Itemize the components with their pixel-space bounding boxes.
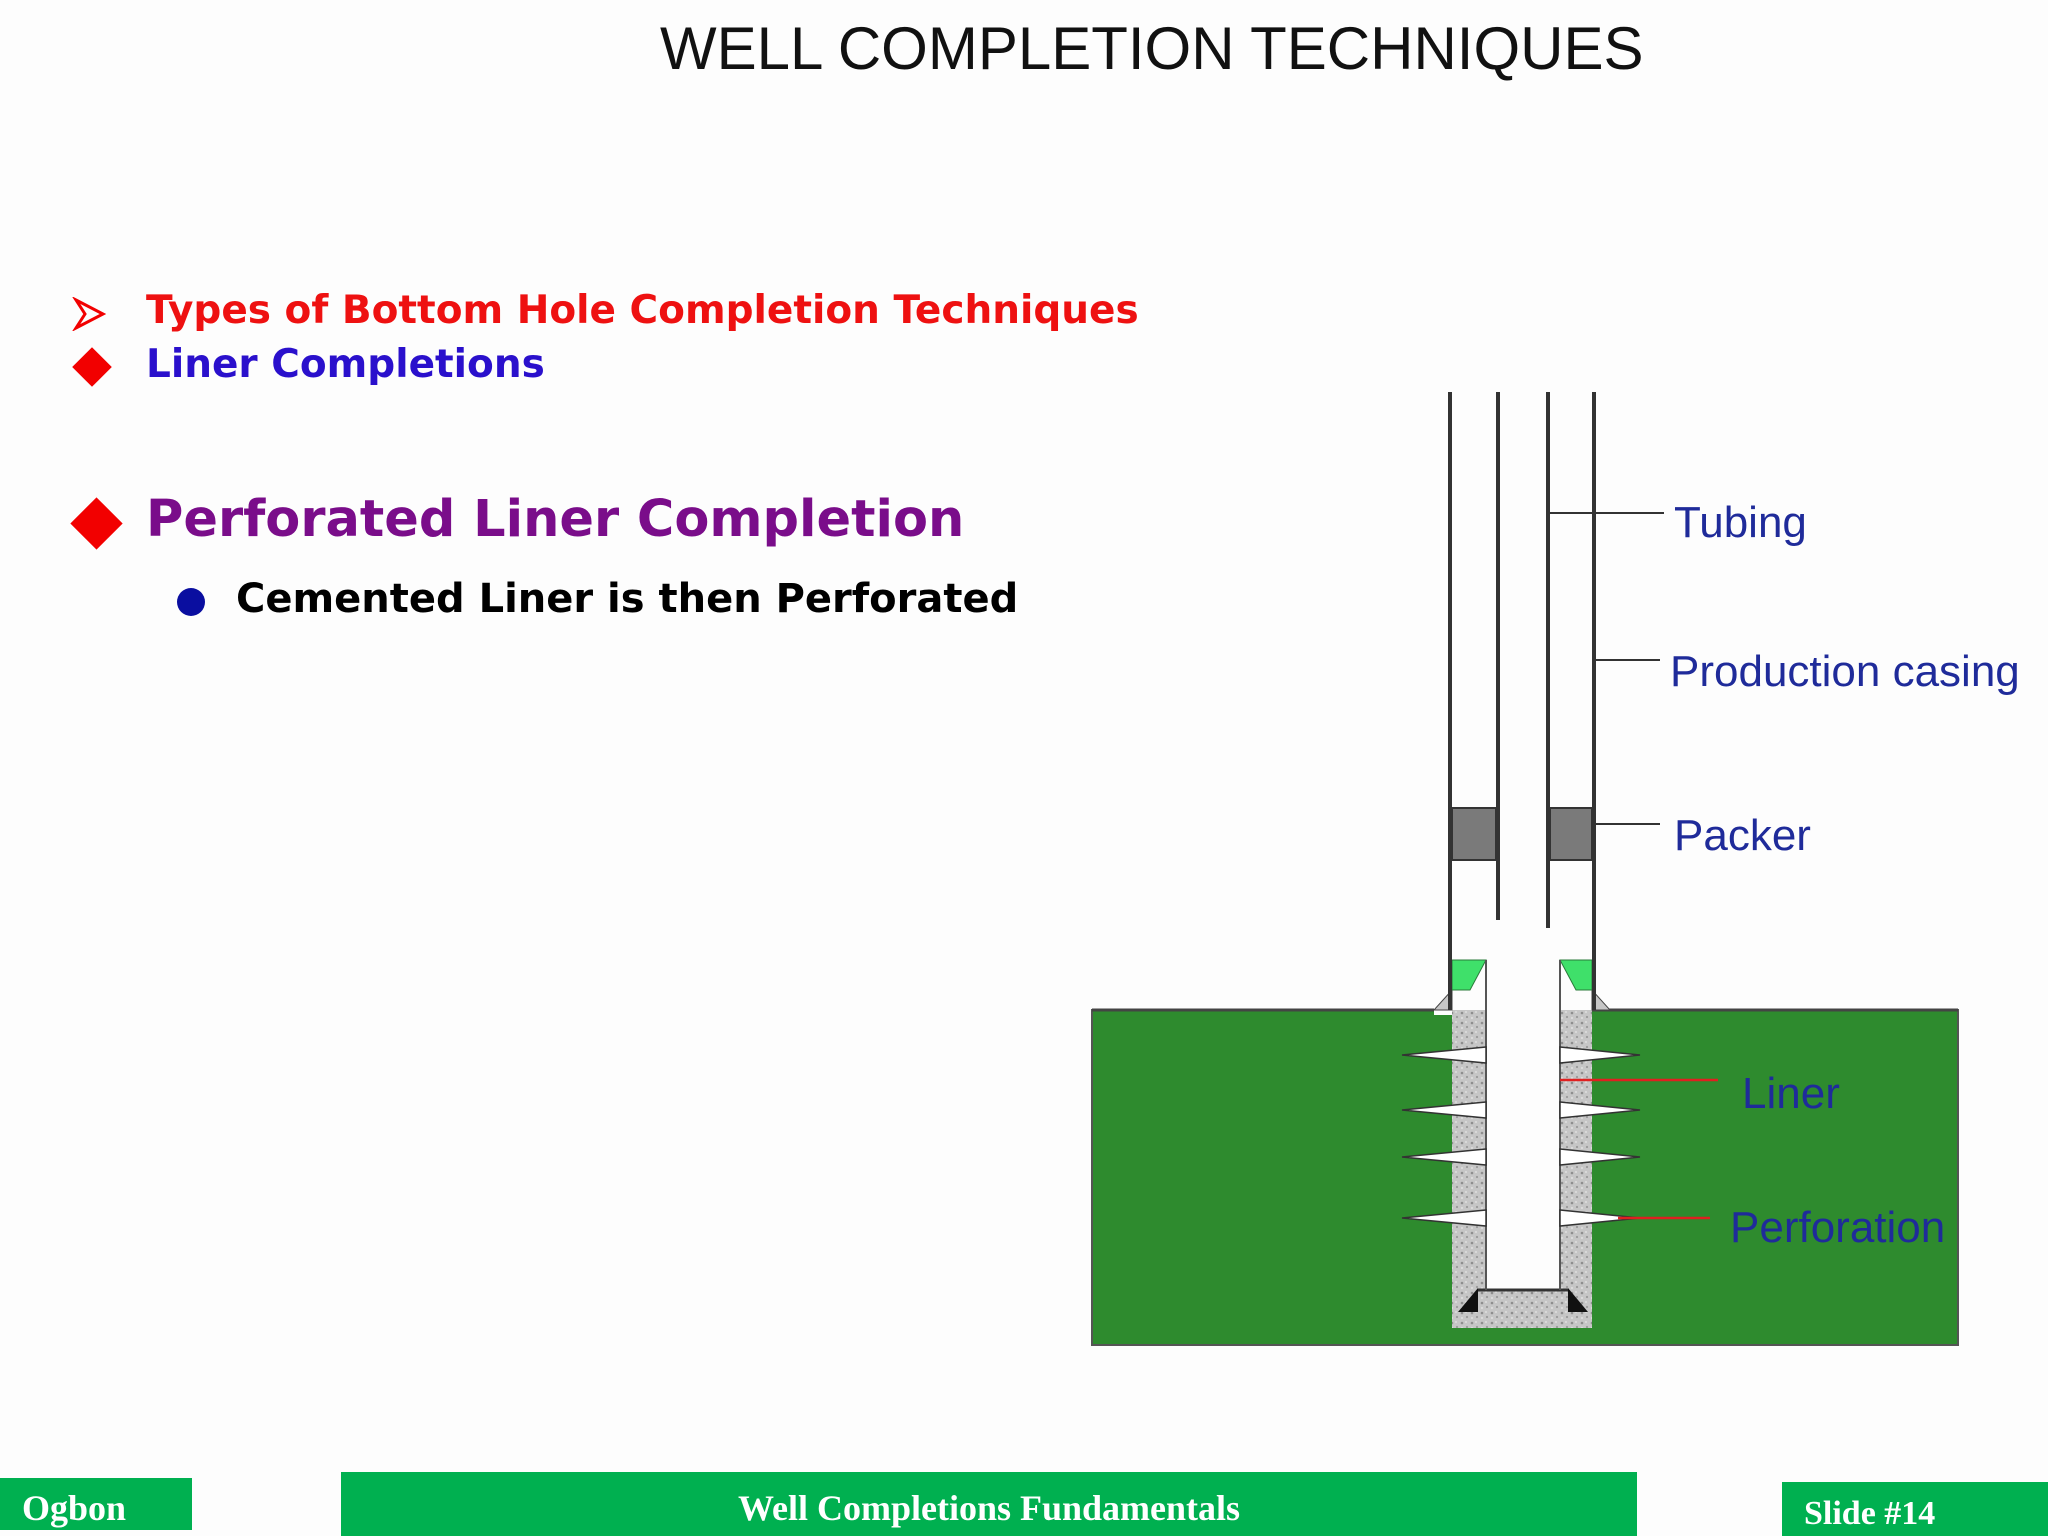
heading-perforated-liner-completion: Perforated Liner Completion <box>146 490 965 549</box>
bullet-liner-completions: Liner Completions <box>146 342 545 387</box>
tubing-label: Tubing <box>1674 498 1807 547</box>
perforation-label: Perforation <box>1730 1203 1945 1252</box>
slide-title: WELL COMPLETION TECHNIQUES <box>660 15 1644 82</box>
liner-label: Liner <box>1742 1069 1840 1118</box>
diamond-bullet-icon <box>72 347 112 387</box>
footer-slide-number: Slide #14 <box>1782 1482 2048 1536</box>
arrow-bullet-icon <box>72 297 106 331</box>
perforations-right <box>1559 1046 1641 1227</box>
packer-label: Packer <box>1674 811 1811 860</box>
bullet-bottom-hole-techniques: Types of Bottom Hole Completion Techniqu… <box>146 288 1139 333</box>
cement-sheath <box>1452 1010 1592 1328</box>
packer-left <box>1451 807 1497 861</box>
perforations-left <box>1401 1046 1487 1227</box>
footer-course-title: Well Completions Fundamentals <box>341 1472 1637 1536</box>
bullet-cemented-liner: Cemented Liner is then Perforated <box>236 576 1019 622</box>
footer-author: Ogbon <box>0 1478 192 1530</box>
dot-bullet-icon <box>177 588 205 616</box>
packer-right <box>1549 807 1593 861</box>
well-completion-diagram: Tubing Production casing Packer Liner Pe… <box>1080 380 2048 1360</box>
production-casing-label: Production casing <box>1670 647 2020 696</box>
diamond-bullet-icon <box>70 497 123 550</box>
